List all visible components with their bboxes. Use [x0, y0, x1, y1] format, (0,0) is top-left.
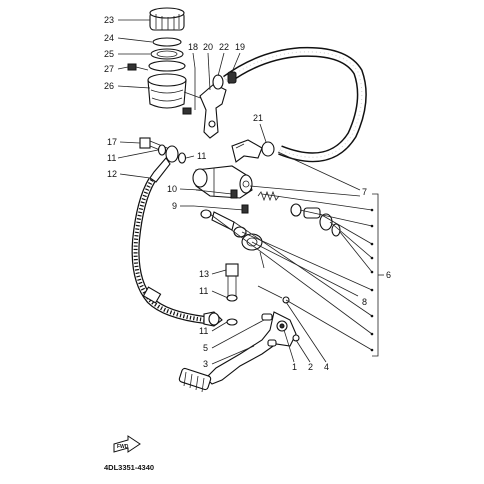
callout-12: 12: [107, 169, 117, 179]
callout-22: 22: [219, 42, 229, 52]
bolt: [182, 68, 196, 115]
fwd-arrow-icon: FWD: [113, 435, 141, 453]
master-cylinder: [192, 165, 253, 199]
fitting-assembly: [182, 46, 367, 163]
elbow-fitting: [231, 139, 275, 163]
brake-pedal: [178, 311, 300, 393]
callout-3: 3: [203, 359, 208, 369]
callout-13: 13: [199, 269, 209, 279]
callout-26: 26: [104, 81, 114, 91]
callout-4: 4: [324, 362, 329, 372]
callout-8: 8: [362, 297, 367, 307]
callout-21: 21: [253, 113, 263, 123]
callout-7: 7: [362, 187, 367, 197]
callout-23: 23: [104, 15, 114, 25]
callout-6: 6: [386, 270, 391, 280]
callout-11-lower-a: 11: [199, 286, 208, 296]
cap-plate: [152, 37, 182, 47]
leader-lines: [117, 19, 384, 365]
callout-20: 20: [203, 42, 213, 52]
callout-27: 27: [104, 64, 114, 74]
copper-washer: [177, 152, 187, 164]
callout-2: 2: [308, 362, 313, 372]
reservoir-tank: [147, 73, 207, 109]
hose-clamp: [212, 74, 224, 90]
callout-11-upper-right: 11: [197, 151, 206, 161]
callout-1: 1: [292, 362, 297, 372]
callout-18: 18: [188, 42, 198, 52]
diagram-code: 4DL3351-4340: [104, 463, 154, 472]
brake-hose-assembly: [131, 137, 223, 327]
callout-9: 9: [172, 201, 177, 211]
bracket: [199, 83, 227, 139]
callout-11-lower-b: 11: [199, 326, 208, 336]
reservoir-assembly: [127, 7, 207, 109]
bracket-dots: [370, 208, 374, 352]
callout-17: 17: [107, 137, 117, 147]
callout-10: 10: [167, 184, 177, 194]
callout-5: 5: [203, 343, 208, 353]
push-rod-assembly: [200, 209, 290, 304]
callout-labels: 23 24 25 27 26 18 20 22 19 21 17 11 11 1…: [104, 15, 391, 372]
copper-washer: [157, 144, 167, 156]
callout-24: 24: [104, 33, 114, 43]
piston-kit: [257, 190, 341, 237]
callout-19: 19: [235, 42, 245, 52]
pedal-tip: [178, 367, 212, 393]
fwd-label: FWD: [117, 444, 129, 450]
reservoir-cap: [149, 7, 185, 31]
union-bolt-lower: [225, 263, 239, 326]
diaphragm: [150, 48, 184, 60]
mounting-bolts: [193, 189, 249, 214]
screw: [127, 63, 149, 71]
callout-25: 25: [104, 49, 114, 59]
callout-11-upper-left: 11: [107, 153, 116, 163]
